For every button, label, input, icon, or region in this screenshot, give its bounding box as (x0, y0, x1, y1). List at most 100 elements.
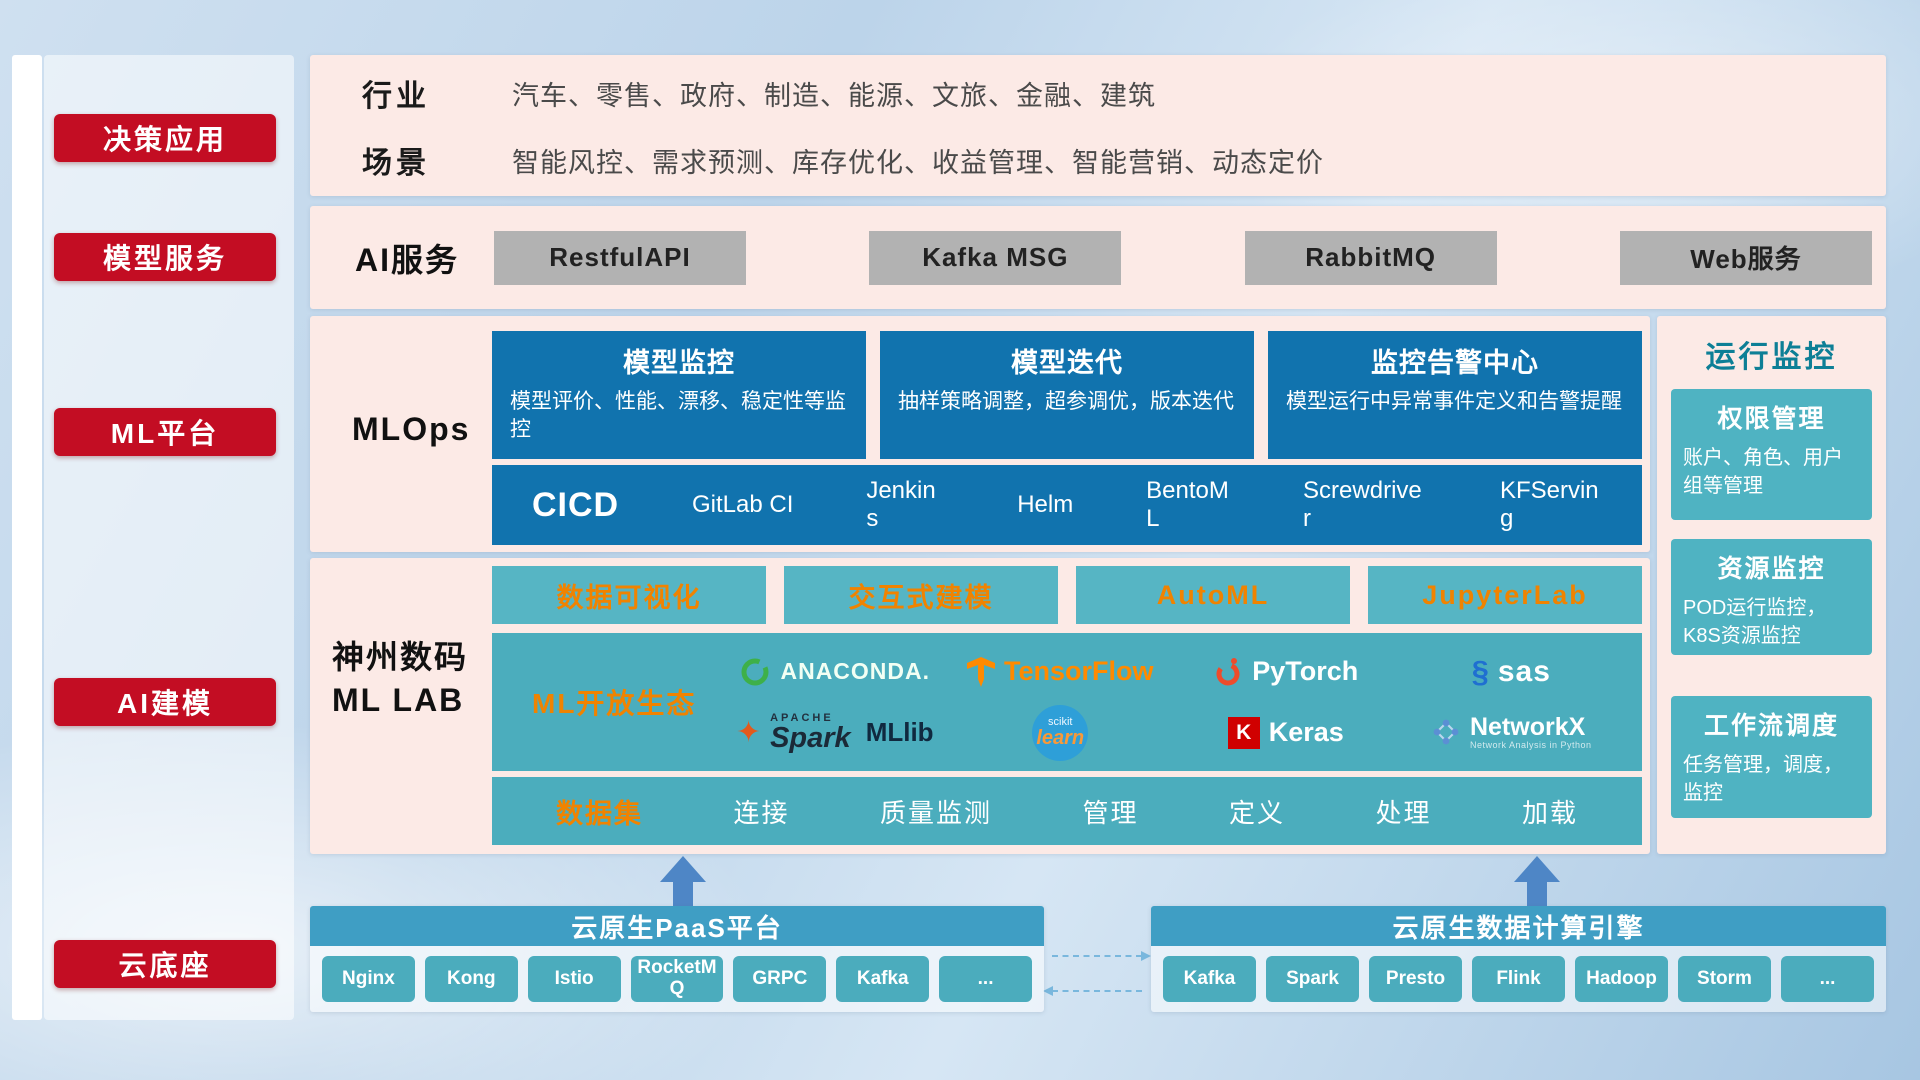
kafka-chip[interactable]: Kafka (836, 956, 930, 1002)
sidebar-item-model-service[interactable]: 模型服务 (54, 233, 276, 281)
cicd-bar: CICD GitLab CI Jenkins Helm BentoML Scre… (492, 465, 1642, 545)
sidebar-item-decision-application[interactable]: 决策应用 (54, 114, 276, 162)
dataset-item-connect: 连接 (733, 797, 790, 828)
ai-service-label: AI服务 (355, 241, 460, 278)
card-title: 模型监控 (623, 348, 735, 378)
istio-chip[interactable]: Istio (527, 956, 621, 1002)
rocketmq-chip[interactable]: RocketMQ (630, 956, 724, 1002)
sidebar (44, 55, 294, 1020)
card-desc: 抽样策略调整，超参调优，版本迭代 (898, 390, 1234, 413)
tensorflow-logo: TensorFlow (966, 656, 1154, 687)
keras-logo: K Keras (1227, 716, 1344, 749)
industry-row: 行业 汽车、零售、政府、制造、能源、文旅、金融、建筑 (362, 71, 1856, 115)
restfulapi-button[interactable]: RestfulAPI (494, 230, 746, 285)
networkx-icon (1433, 720, 1459, 745)
arrow-head (1043, 986, 1053, 996)
left-accent-strip (12, 55, 42, 1020)
card-title: 权限管理 (1717, 405, 1826, 433)
sas-icon: § (1471, 653, 1489, 689)
learn-text: learn (1036, 727, 1085, 749)
card-desc: POD运行监控，K8S资源监控 (1683, 597, 1827, 647)
up-arrow-right (1514, 856, 1560, 906)
mllab-label: 神州数码 ML LAB (332, 636, 482, 722)
storm-chip[interactable]: Storm (1678, 956, 1771, 1002)
sas-wordmark: sas (1497, 654, 1551, 688)
ai-service-buttons: RestfulAPI Kafka MSG RabbitMQ Web服务 (494, 206, 1872, 309)
spark-text: Spark (770, 721, 851, 754)
pytorch-icon (1216, 657, 1240, 685)
workflow-scheduling-card: 工作流调度 任务管理，调度，监控 (1671, 696, 1872, 818)
dataset-item-load: 加载 (1521, 797, 1578, 828)
networkx-subtitle: Network Analysis in Python (1469, 740, 1592, 751)
pytorch-wordmark: PyTorch (1252, 656, 1359, 686)
sidebar-item-ml-platform[interactable]: ML平台 (54, 408, 276, 456)
spark-mllib-logo: ✦ APACHE Spark MLlib (735, 711, 934, 754)
industry-label: 行业 (362, 80, 430, 113)
spark-wordmark: APACHE Spark (770, 711, 851, 754)
sidebar-item-ai-modeling[interactable]: AI建模 (54, 678, 276, 726)
card-desc: 模型运行中异常事件定义和告警提醒 (1286, 390, 1622, 413)
cicd-item-bentoml: BentoML (1146, 477, 1229, 532)
dashed-arrow-right (1052, 951, 1151, 961)
grpc-chip[interactable]: GRPC (733, 956, 827, 1002)
cicd-item-kfserving: KFServing (1499, 477, 1599, 532)
cicd-title: CICD (532, 485, 620, 524)
industry-value: 汽车、零售、政府、制造、能源、文旅、金融、建筑 (512, 80, 1156, 111)
tensorflow-wordmark: TensorFlow (1003, 656, 1154, 686)
mlops-cards: 模型监控 模型评价、性能、漂移、稳定性等监控 模型迭代 抽样策略调整，超参调优，… (492, 331, 1642, 459)
mllab-feature-buttons: 数据可视化 交互式建模 AutoML JupyterLab (492, 566, 1642, 624)
cloud-native-paas-panel: 云原生PaaS平台 Nginx Kong Istio RocketMQ GRPC… (310, 906, 1044, 1012)
anaconda-logo: ANACONDA. (739, 656, 930, 688)
jupyterlab-button[interactable]: JupyterLab (1368, 566, 1642, 624)
kong-chip[interactable]: Kong (424, 956, 518, 1002)
kafka-chip[interactable]: Kafka (1163, 956, 1256, 1002)
sidebar-item-cloud-base[interactable]: 云底座 (54, 940, 276, 988)
permission-management-card: 权限管理 账户、角色、用户组等管理 (1671, 389, 1872, 520)
arrow-stem (1527, 882, 1547, 906)
cloud-native-data-engine-panel: 云原生数据计算引擎 Kafka Spark Presto Flink Hadoo… (1151, 906, 1886, 1012)
mlops-label: MLOps (352, 411, 471, 447)
arrow-head (1141, 951, 1151, 961)
kafka-msg-button[interactable]: Kafka MSG (869, 230, 1122, 285)
interactive-modeling-button[interactable]: 交互式建模 (784, 566, 1058, 624)
apache-text: APACHE (770, 711, 834, 724)
keras-icon: K (1227, 716, 1260, 749)
engine-header: 云原生数据计算引擎 (1151, 906, 1886, 946)
card-desc: 账户、角色、用户组等管理 (1683, 447, 1843, 497)
more-chip[interactable]: ... (1781, 956, 1874, 1002)
flink-chip[interactable]: Flink (1472, 956, 1565, 1002)
dashed-arrow-left (1043, 986, 1142, 996)
resource-monitoring-card: 资源监控 POD运行监控，K8S资源监控 (1671, 539, 1872, 655)
ml-open-ecosystem: ML开放生态 ANACONDA. TensorFlow (492, 633, 1642, 771)
hadoop-chip[interactable]: Hadoop (1575, 956, 1668, 1002)
operation-monitoring-panel: 运行监控 权限管理 账户、角色、用户组等管理 资源监控 POD运行监控，K8S资… (1657, 316, 1886, 854)
ecosystem-label: ML开放生态 (532, 688, 697, 719)
spark-icon: ✦ (735, 715, 762, 749)
nginx-chip[interactable]: Nginx (322, 956, 415, 1002)
spark-chip[interactable]: Spark (1266, 956, 1359, 1002)
ecosystem-logos: ANACONDA. TensorFlow PyTorch § (722, 633, 1642, 771)
mllab-label-line2: ML LAB (332, 682, 465, 719)
arrow-head (660, 856, 706, 882)
dataset-item-define: 定义 (1228, 797, 1285, 828)
more-chip[interactable]: ... (939, 956, 1033, 1002)
presto-chip[interactable]: Presto (1369, 956, 1462, 1002)
alert-center-card: 监控告警中心 模型运行中异常事件定义和告警提醒 (1268, 331, 1642, 459)
dataset-item-process: 处理 (1375, 797, 1432, 828)
card-desc: 模型评价、性能、漂移、稳定性等监控 (510, 390, 846, 442)
web-service-button[interactable]: Web服务 (1619, 230, 1872, 285)
cicd-item-helm: Helm (1017, 491, 1074, 519)
data-visualization-button[interactable]: 数据可视化 (492, 566, 766, 624)
scikit-learn-logo: scikit learn (1032, 704, 1089, 761)
arrow-head (1514, 856, 1560, 882)
ai-service-panel: AI服务 RestfulAPI Kafka MSG RabbitMQ Web服务 (310, 206, 1886, 309)
mllab-panel: 神州数码 ML LAB 数据可视化 交互式建模 AutoML JupyterLa… (310, 558, 1650, 854)
model-monitoring-card: 模型监控 模型评价、性能、漂移、稳定性等监控 (492, 331, 866, 459)
keras-wordmark: Keras (1268, 717, 1344, 747)
rabbitmq-button[interactable]: RabbitMQ (1244, 230, 1497, 285)
anaconda-wordmark: ANACONDA. (780, 658, 931, 684)
scikit-learn-icon: scikit learn (1032, 704, 1089, 761)
card-title: 资源监控 (1717, 555, 1826, 583)
paas-header: 云原生PaaS平台 (310, 906, 1044, 946)
automl-button[interactable]: AutoML (1076, 566, 1350, 624)
